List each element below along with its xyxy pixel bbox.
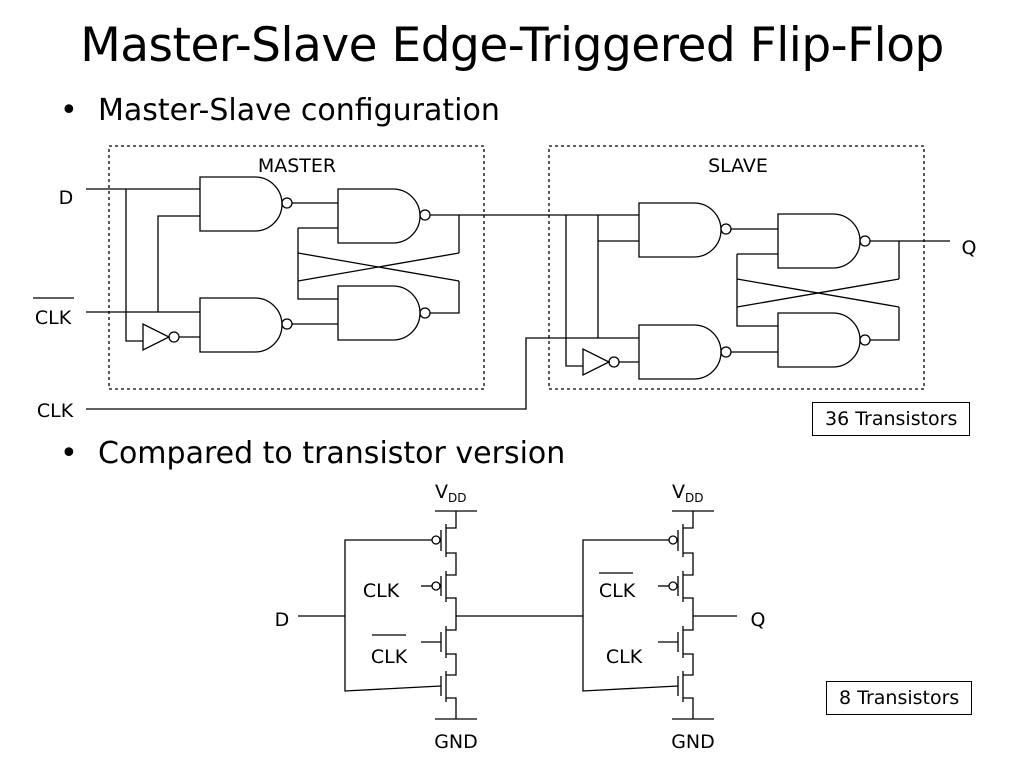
slave-latch-nand-1 — [777, 213, 861, 269]
input-clk-label: CLK — [37, 400, 74, 422]
slave-box — [548, 145, 925, 390]
transistor-stage-master — [298, 510, 583, 720]
gate-transistor-count-box: 36 Transistors — [812, 402, 971, 436]
master-nand-2 — [199, 297, 283, 353]
bullet-compared: •Compared to transistor version — [60, 436, 566, 471]
clk-label-left: CLK — [363, 580, 400, 602]
slave-latch-nand-1-bubble — [859, 235, 871, 247]
vdd-label-left: VDD — [435, 481, 466, 505]
transistor-stage-slave — [582, 510, 737, 720]
wire-clk-in — [86, 337, 598, 410]
master-box — [108, 145, 485, 390]
clkbar-label-left: CLK — [371, 646, 408, 668]
bullet-master-slave-text: Master-Slave configuration — [98, 93, 500, 128]
slave-nand-2-bubble — [720, 346, 732, 358]
transistor-input-d-label: D — [275, 609, 290, 631]
master-latch-nand-2 — [337, 285, 421, 341]
slave-nand-1 — [638, 202, 722, 258]
gnd-label-left: GND — [434, 731, 478, 753]
transistor-output-q-label: Q — [751, 609, 766, 631]
slave-nand-1-bubble — [720, 223, 732, 235]
master-inverter-bubble — [168, 331, 180, 343]
master-inverter — [142, 322, 171, 352]
master-label: MASTER — [258, 155, 336, 177]
bullet-master-slave: •Master-Slave configuration — [60, 93, 500, 128]
master-latch-nand-1-bubble — [419, 209, 431, 221]
slave-latch-nand-2-bubble — [859, 334, 871, 346]
clkbar-label-right: CLK — [599, 580, 636, 602]
bullet-compared-text: Compared to transistor version — [98, 436, 566, 471]
slave-inverter — [582, 347, 611, 377]
master-latch-nand-2-bubble — [419, 307, 431, 319]
input-d-label: D — [59, 187, 74, 209]
master-nand-2-bubble — [281, 318, 293, 330]
slave-label: SLAVE — [708, 155, 768, 177]
master-latch-nand-1 — [337, 188, 421, 244]
slide-title: Master-Slave Edge-Triggered Flip-Flop — [80, 18, 944, 73]
input-clkbar-label: CLK — [35, 307, 72, 329]
master-nand-1 — [199, 176, 283, 232]
clk-label-right: CLK — [606, 646, 643, 668]
slave-latch-nand-2 — [777, 312, 861, 368]
slave-nand-2 — [638, 324, 722, 380]
slave-inverter-bubble — [608, 356, 620, 368]
vdd-label-right: VDD — [672, 481, 703, 505]
transistor-count-box: 8 Transistors — [826, 681, 973, 715]
master-nand-1-bubble — [281, 197, 293, 209]
gnd-label-right: GND — [671, 731, 715, 753]
output-q-label: Q — [962, 237, 977, 259]
